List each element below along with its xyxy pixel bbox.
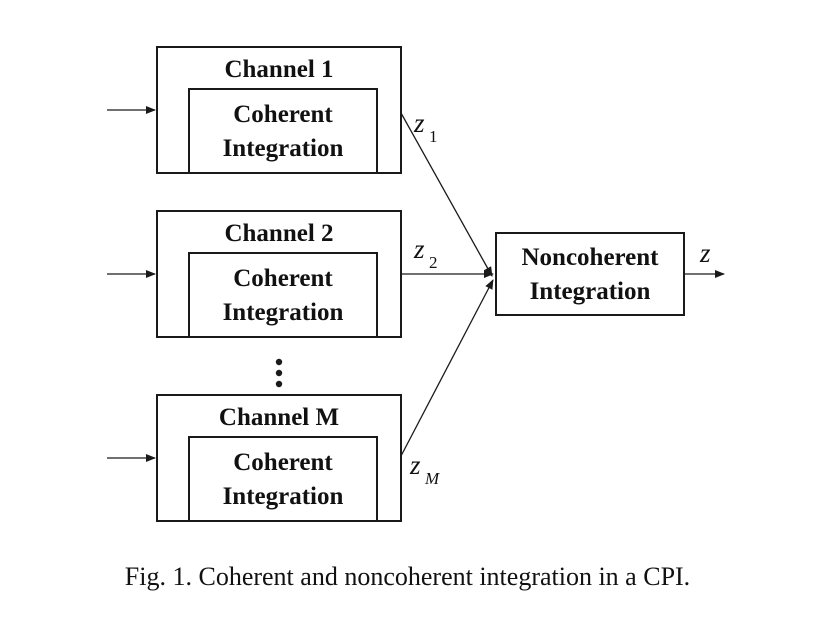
noncoherent-box [495, 232, 685, 316]
channel-m-output-var: z [409, 450, 421, 480]
channel-1-block: Channel 1 Coherent Integration z 1 [107, 46, 493, 277]
channel-2-coherent-line1: Coherent [233, 265, 333, 292]
channel-1-coherent-line1: Coherent [233, 101, 333, 128]
channel-2-output-var: z [413, 234, 425, 264]
channel-2-output-sub: 2 [429, 253, 438, 272]
noncoherent-output-var: z [699, 238, 711, 268]
channel-m-title: Channel M [219, 404, 339, 431]
channel-2-block: Channel 2 Coherent Integration z 2 [107, 210, 494, 338]
channel-1-output-var: z [413, 108, 425, 138]
ellipsis-dot-3 [275, 380, 283, 388]
channel-1-title: Channel 1 [224, 56, 333, 83]
ellipsis-dot-1 [275, 358, 283, 366]
channel-m-coherent-line2: Integration [223, 483, 344, 510]
more-channels-ellipsis [275, 358, 283, 388]
channel-m-output-line [400, 279, 494, 457]
channel-1-coherent-box [188, 88, 378, 174]
noncoherent-block: Noncoherent Integration z [495, 232, 725, 316]
channel-m-coherent-box [188, 436, 378, 522]
channel-2-coherent-box [188, 252, 378, 338]
noncoherent-line1: Noncoherent [521, 244, 659, 271]
channel-1-output-sub: 1 [429, 127, 438, 146]
noncoherent-line2: Integration [530, 278, 651, 305]
channel-m-coherent-line1: Coherent [233, 449, 333, 476]
channel-2-title: Channel 2 [224, 220, 333, 247]
figure-caption: Fig. 1. Coherent and noncoherent integra… [124, 562, 691, 591]
channel-1-coherent-line2: Integration [223, 135, 344, 162]
channel-m-block: Channel M Coherent Integration z M [107, 279, 494, 522]
channel-m-output-sub: M [424, 469, 440, 488]
channel-2-coherent-line2: Integration [223, 299, 344, 326]
channel-1-output-line [400, 112, 493, 277]
ellipsis-dot-2 [275, 369, 283, 377]
